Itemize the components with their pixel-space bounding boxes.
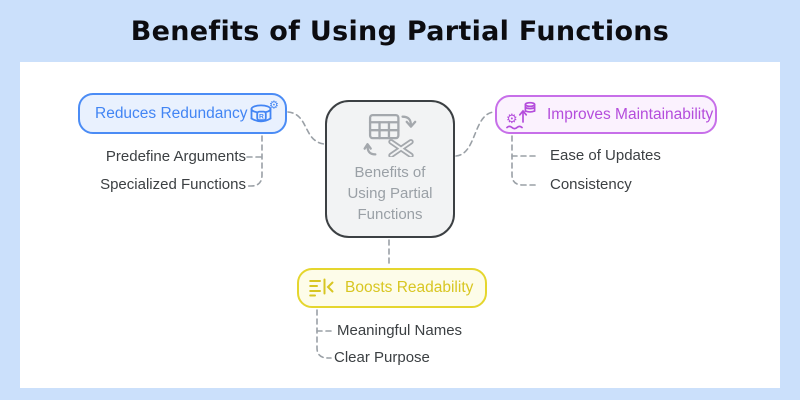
database-gear-icon: R ⚙ — [250, 100, 279, 122]
pivot-table-icon — [363, 113, 417, 157]
node-label: Reduces Redundancy — [95, 104, 248, 122]
node-reduces-redundancy[interactable]: Reduces Redundancy R ⚙ — [78, 93, 287, 134]
benefit-item: Specialized Functions — [100, 176, 246, 193]
center-node-label: Benefits of Using Partial Functions — [347, 164, 433, 223]
svg-text:⚙: ⚙ — [506, 112, 518, 127]
benefit-item: Clear Purpose — [334, 349, 430, 366]
benefit-item: Predefine Arguments — [105, 148, 246, 165]
svg-text:⚙: ⚙ — [269, 100, 279, 112]
node-label: Improves Maintainability — [547, 105, 714, 123]
center-node[interactable]: Benefits of Using Partial Functions — [325, 100, 455, 238]
indent-lines-icon — [309, 278, 334, 296]
benefit-item: Ease of Updates — [550, 147, 661, 164]
gear-upgrade-icon: ⚙ — [506, 101, 536, 129]
node-improves-maintainability[interactable]: ⚙ Improves Maintainability — [495, 95, 717, 134]
benefit-item: Consistency — [550, 176, 632, 193]
node-label: Boosts Readability — [345, 279, 474, 296]
page-title: Benefits of Using Partial Functions — [130, 15, 670, 47]
benefit-item: Meaningful Names — [337, 322, 463, 339]
svg-text:R: R — [259, 113, 264, 120]
title-bar: Benefits of Using Partial Functions — [0, 0, 800, 62]
node-boosts-readability[interactable]: Boosts Readability — [297, 268, 487, 308]
